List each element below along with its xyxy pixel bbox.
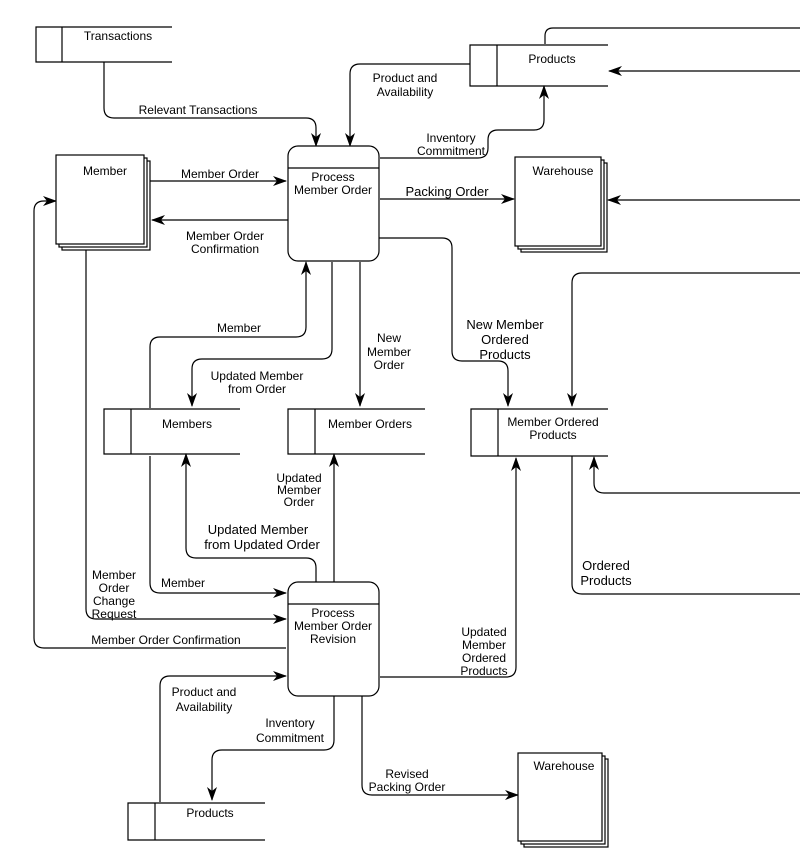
flow-product-availability-top	[345, 63, 470, 147]
label-updated-member-from-order-1: Updated Member	[211, 369, 304, 383]
label-updated-member-order-3: Order	[284, 495, 315, 509]
flow-relevant-transactions	[103, 62, 321, 147]
label-member-order-change-request-2: Order	[99, 581, 130, 595]
label-ordered-products-1: Ordered	[582, 558, 630, 573]
store-products-bottom-label: Products	[186, 806, 233, 820]
process-revision-label-3: Revision	[310, 632, 356, 646]
store-member-ordered-products-label-1: Member Ordered	[507, 415, 598, 429]
label-inventory-commitment-bottom-2: Commitment	[256, 731, 325, 745]
label-member-order: Member Order	[181, 167, 259, 181]
entity-member: Member	[55, 154, 151, 251]
flow-member-lower	[149, 456, 287, 598]
flow-lines	[33, 27, 800, 802]
label-new-member-ordered-products-2: Ordered	[481, 332, 529, 347]
label-inventory-commitment-top-1: Inventory	[426, 131, 475, 145]
entity-warehouse-top: Warehouse	[514, 156, 608, 253]
label-product-availability-bottom-2: Availability	[176, 700, 232, 714]
process-member-order-label-2: Member Order	[294, 183, 372, 197]
label-new-member-order-3: Order	[374, 358, 405, 372]
label-revised-packing-order-1: Revised	[385, 767, 428, 781]
label-new-member-order-1: New	[377, 331, 401, 345]
store-member-ordered-products-label-2: Products	[529, 428, 576, 442]
label-new-member-ordered-products-3: Products	[479, 347, 531, 362]
entity-warehouse-top-label: Warehouse	[533, 164, 594, 178]
flow-member-order-change-request	[85, 250, 287, 624]
label-packing-order: Packing Order	[405, 184, 489, 199]
label-inventory-commitment-bottom-1: Inventory	[265, 716, 314, 730]
flow-ordered-products	[571, 456, 800, 595]
label-revised-packing-order-2: Packing Order	[369, 780, 446, 794]
label-updated-member-from-updated-order-1: Updated Member	[208, 522, 309, 537]
flow-right-top-line	[544, 27, 800, 44]
entity-warehouse-bottom: Warehouse	[517, 752, 609, 848]
store-transactions-label: Transactions	[84, 29, 152, 43]
flow-inventory-commitment-top	[380, 85, 549, 159]
label-updated-member-ordered-products-4: Products	[460, 664, 507, 678]
store-members-label: Members	[162, 417, 212, 431]
flow-revised-packing-order	[361, 696, 519, 800]
flow-member-order-confirmation-bottom	[33, 196, 286, 649]
label-member-lower: Member	[161, 576, 205, 590]
label-updated-member-ordered-products-2: Member	[462, 638, 506, 652]
label-new-member-order-2: Member	[367, 345, 411, 359]
flow-updated-member-ordered-products	[380, 457, 521, 678]
entity-member-label: Member	[83, 164, 127, 178]
store-members: Members	[103, 408, 240, 455]
flow-product-availability-bottom	[159, 671, 287, 802]
label-relevant-transactions: Relevant Transactions	[139, 103, 258, 117]
flow-labels: Relevant Transactions Product and Availa…	[91, 71, 632, 794]
label-ordered-products-2: Products	[580, 573, 632, 588]
label-updated-member-ordered-products-1: Updated	[461, 625, 506, 639]
label-member-order-confirmation-top-1: Member Order	[186, 229, 264, 243]
label-inventory-commitment-top-2: Commitment	[417, 144, 486, 158]
label-member-order-confirmation-top-2: Confirmation	[191, 242, 259, 256]
store-products-top-label: Products	[528, 52, 575, 66]
label-product-availability-top-1: Product and	[373, 71, 438, 85]
label-member: Member	[217, 321, 261, 335]
label-member-order-change-request-4: Request	[92, 607, 137, 621]
flow-inventory-commitment-bottom	[207, 696, 335, 801]
label-updated-member-from-order-2: from Order	[228, 382, 286, 396]
label-new-member-ordered-products-1: New Member	[466, 317, 544, 332]
process-member-order-label-1: Process	[311, 170, 354, 184]
flow-new-member-ordered-products	[378, 237, 513, 407]
process-member-order: Process Member Order	[287, 145, 380, 262]
flow-updated-member-from-order	[187, 262, 333, 407]
store-member-orders-label: Member Orders	[328, 417, 412, 431]
label-member-order-change-request-3: Change	[93, 594, 135, 608]
store-transactions: Transactions	[35, 26, 172, 63]
label-updated-member-order-1: Updated	[276, 471, 321, 485]
store-member-orders: Member Orders	[287, 408, 425, 455]
process-member-order-revision: Process Member Order Revision	[287, 581, 380, 697]
store-products-bottom: Products	[127, 802, 265, 841]
process-revision-label-1: Process	[311, 606, 354, 620]
label-member-order-confirmation-bottom: Member Order Confirmation	[91, 633, 240, 647]
process-revision-label-2: Member Order	[294, 619, 372, 633]
flow-right-to-member-ordered-products-top	[567, 272, 800, 407]
label-member-order-change-request-1: Member	[92, 568, 136, 582]
flow-right-to-member-ordered-products-side	[589, 456, 800, 494]
store-products-top: Products	[469, 44, 608, 87]
label-updated-member-order-2: Member	[277, 483, 321, 497]
flow-updated-member-from-updated-order	[181, 453, 317, 582]
entity-warehouse-bottom-label: Warehouse	[534, 759, 595, 773]
label-product-availability-top-2: Availability	[377, 85, 433, 99]
flow-member	[149, 261, 311, 408]
label-updated-member-ordered-products-3: Ordered	[462, 651, 506, 665]
store-member-ordered-products: Member Ordered Products	[470, 408, 608, 457]
label-updated-member-from-updated-order-2: from Updated Order	[204, 537, 320, 552]
label-product-availability-bottom-1: Product and	[172, 685, 237, 699]
